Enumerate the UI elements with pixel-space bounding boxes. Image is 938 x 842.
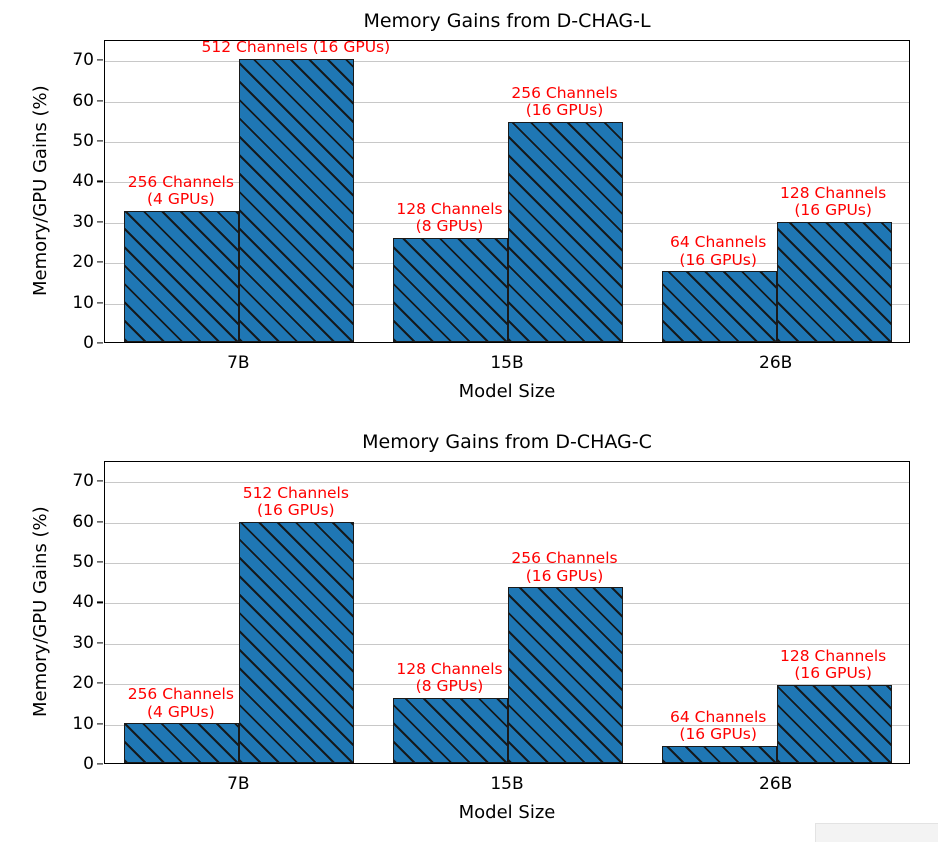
gridline <box>105 684 909 686</box>
y-axis-tick-mark <box>97 180 103 182</box>
x-axis-tick-label: 15B <box>490 353 524 373</box>
x-axis-tick-label: 15B <box>490 774 524 794</box>
y-axis-tick-mark <box>97 302 103 304</box>
y-axis-tick-mark <box>97 100 103 102</box>
plot-area-top <box>104 40 910 343</box>
x-axis-tick-label: 26B <box>759 353 793 373</box>
x-axis-tick-label: 7B <box>227 353 250 373</box>
y-axis-tick-label: 20 <box>72 252 94 273</box>
chart-panel-dchag-l: Memory Gains from D-CHAG-L 0 10 20 30 40 50 60… <box>30 10 910 402</box>
y-axis-tick-mark <box>97 723 103 725</box>
bar <box>239 59 355 342</box>
y-axis-tick-label: 40 <box>72 171 94 192</box>
y-axis-tick-label: 60 <box>72 511 94 532</box>
bar <box>776 221 892 342</box>
y-axis-tick-mark <box>97 480 103 482</box>
gridline <box>105 61 909 63</box>
x-axis-label: Model Size <box>458 802 556 823</box>
chart-title-bottom: Memory Gains from D-CHAG-C <box>362 431 652 453</box>
gridline <box>105 142 909 143</box>
gridline <box>105 101 909 103</box>
y-axis-label: Memory/GPU Gains (%) <box>30 505 51 717</box>
y-axis-tick-label: 50 <box>72 131 94 151</box>
gridline <box>105 643 909 645</box>
plot-area-bottom <box>104 461 910 764</box>
bar <box>124 723 240 763</box>
chart-panel-dchag-c: Memory Gains from D-CHAG-C 0 10 20 30 40 50 60… <box>0 421 938 842</box>
y-axis-tick-mark <box>97 342 103 344</box>
x-axis-tick-label: 7B <box>227 774 250 794</box>
y-axis-tick-label: 30 <box>72 211 94 232</box>
y-axis-tick-mark <box>97 140 103 142</box>
y-axis-tick-label: 70 <box>72 50 94 71</box>
y-axis-tick-label: 60 <box>72 90 94 111</box>
y-axis-tick-mark <box>97 261 103 263</box>
bar <box>393 237 508 342</box>
gridline <box>105 603 909 605</box>
bar <box>776 685 892 763</box>
y-axis-tick-label: 40 <box>72 592 94 613</box>
gridline <box>105 222 909 224</box>
y-axis-tick-label: 30 <box>72 632 94 653</box>
x-axis-label: Model Size <box>458 381 556 402</box>
y-axis-tick-label: 20 <box>72 673 94 694</box>
bar <box>661 271 777 342</box>
y-axis-tick-mark <box>97 561 103 563</box>
bar <box>508 121 623 342</box>
chart-title-top: Memory Gains from D-CHAG-L <box>363 10 651 32</box>
y-axis-tick-mark <box>97 601 103 603</box>
y-axis-tick-mark <box>97 221 103 223</box>
y-axis-tick-label: 10 <box>72 713 94 734</box>
y-axis-tick-label: 50 <box>72 552 94 572</box>
y-axis-label: Memory/GPU Gains (%) <box>30 84 51 296</box>
bar <box>124 210 240 342</box>
y-axis-tick-label: 0 <box>83 754 94 774</box>
y-axis-tick-label: 10 <box>72 292 94 313</box>
gridline <box>105 182 909 184</box>
bar <box>393 697 508 763</box>
corner-artifact <box>815 823 938 842</box>
gridline <box>105 522 909 524</box>
y-axis-tick-label: 0 <box>83 333 94 353</box>
gridline <box>105 482 909 484</box>
y-axis-tick-label: 70 <box>72 471 94 492</box>
bar <box>508 587 623 763</box>
y-axis-tick-mark <box>97 642 103 644</box>
y-axis-tick-mark <box>97 59 103 61</box>
y-axis-tick-mark <box>97 521 103 523</box>
bar <box>661 745 777 763</box>
y-axis-tick-mark <box>97 682 103 684</box>
bar <box>239 521 355 763</box>
y-axis-tick-mark <box>97 763 103 765</box>
x-axis-tick-label: 26B <box>759 774 793 794</box>
gridline <box>105 563 909 564</box>
